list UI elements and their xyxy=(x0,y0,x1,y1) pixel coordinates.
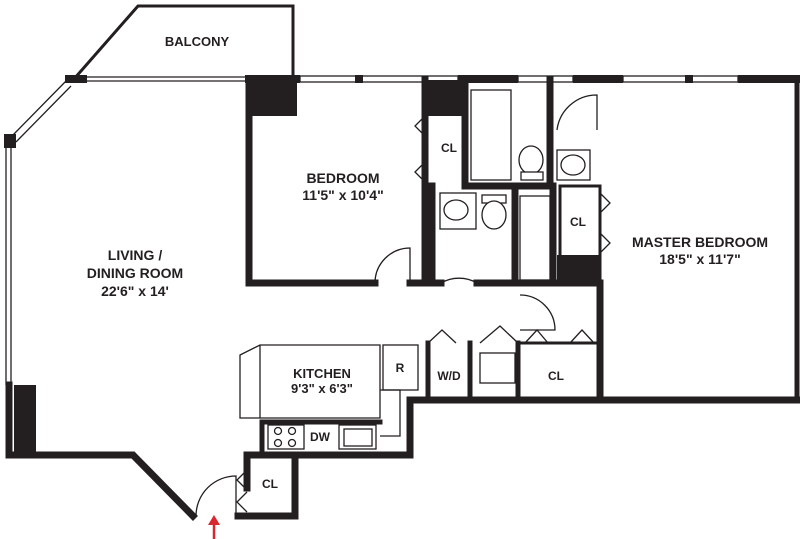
exterior-top-wall xyxy=(65,75,800,83)
exterior-bottom-wall xyxy=(5,396,800,521)
balcony-label: BALCONY xyxy=(165,34,230,49)
master-closet-label: CL xyxy=(570,215,586,229)
living-room-name-line1: LIVING / xyxy=(108,247,163,263)
bedroom-name: BEDROOM xyxy=(306,170,379,186)
dishwasher-label: DW xyxy=(310,430,331,444)
refrigerator-label: R xyxy=(396,361,405,375)
entry-closet-label: CL xyxy=(262,477,278,491)
red-up-arrow-icon xyxy=(208,515,220,525)
living-dining-room: LIVING / DINING ROOM 22'6" x 14' xyxy=(87,247,183,299)
master-bedroom-dimensions: 18'5" x 11'7" xyxy=(659,251,740,267)
kitchen xyxy=(239,344,419,458)
bedroom-dimensions: 11'5" x 10'4" xyxy=(302,187,383,203)
entry-closet[interactable]: CL xyxy=(236,469,278,513)
hall-closet-label: CL xyxy=(548,369,564,383)
entry-door[interactable] xyxy=(195,475,237,517)
bedroom-closet[interactable]: CL xyxy=(414,115,457,183)
living-room-dimensions: 22'6" x 14' xyxy=(101,283,169,299)
entry-arrow xyxy=(208,515,220,539)
bathroom-1 xyxy=(461,76,598,190)
master-bedroom-name: MASTER BEDROOM xyxy=(632,234,768,250)
kitchen-name: KITCHEN xyxy=(293,366,351,381)
kitchen-dimensions: 9'3" x 6'3" xyxy=(291,381,353,396)
hall-closet[interactable]: CL xyxy=(548,369,564,383)
bathroom-2 xyxy=(428,182,557,287)
hall-units xyxy=(425,325,602,403)
master-closet[interactable]: CL xyxy=(557,184,611,285)
living-room-name-line2: DINING ROOM xyxy=(87,265,183,281)
exterior-left-wall xyxy=(4,79,72,459)
bedroom-walls xyxy=(245,76,524,287)
bedroom-closet-label: CL xyxy=(441,141,457,155)
master-bedroom: MASTER BEDROOM 18'5" x 11'7" xyxy=(632,234,768,267)
balcony: BALCONY xyxy=(71,4,295,82)
laundry-label: W/D xyxy=(437,369,461,383)
laundry-closet[interactable]: W/D xyxy=(437,369,461,383)
bedroom: BEDROOM 11'5" x 10'4" xyxy=(302,170,383,203)
